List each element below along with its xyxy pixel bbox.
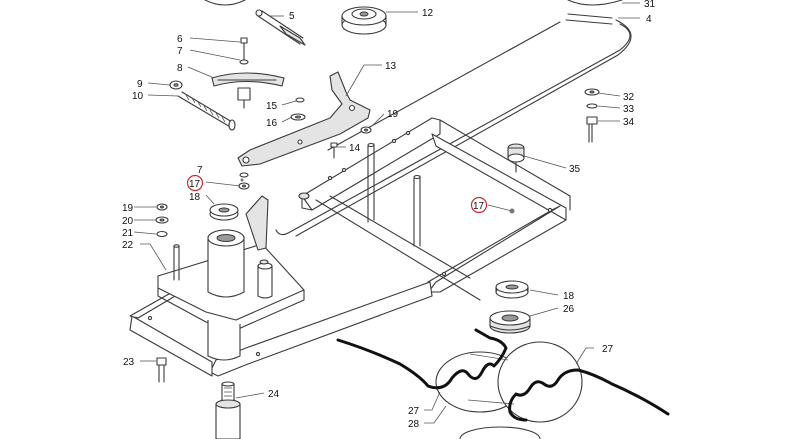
callout-17-left: 17	[189, 179, 201, 190]
spacer-plate-part	[211, 72, 285, 109]
callout-7: 7	[177, 46, 183, 57]
nut-part	[169, 80, 183, 90]
idler-arm-part	[237, 71, 371, 167]
callout-33: 33	[623, 104, 635, 115]
bolt-part	[586, 116, 598, 143]
washer-part	[155, 216, 169, 224]
callout-26: 26	[563, 304, 575, 315]
callout-23: 23	[123, 357, 135, 368]
callout-18-lower: 18	[563, 291, 575, 302]
callout-14: 14	[349, 143, 361, 154]
washer-part	[295, 97, 305, 103]
callout-5: 5	[289, 11, 295, 22]
washer-part	[239, 172, 249, 178]
highlight-ring-17-right	[470, 196, 488, 214]
bolt-part	[330, 142, 338, 159]
nut-part	[360, 126, 372, 134]
bolt-part	[240, 37, 248, 61]
callout-17-right: 17	[473, 201, 485, 212]
callout-leaders	[133, 2, 640, 424]
callout-6: 6	[177, 34, 183, 45]
pulley-partial-top-right	[567, 0, 623, 6]
highlight-ring-17-left	[186, 174, 204, 192]
washer-part	[239, 59, 249, 65]
callout-32: 32	[623, 92, 635, 103]
callout-35: 35	[569, 164, 581, 175]
nut-part	[238, 182, 250, 190]
blade-spacer-part	[489, 310, 531, 334]
callout-34: 34	[623, 117, 635, 128]
callout-21: 21	[122, 228, 134, 239]
bumper-part	[507, 143, 525, 173]
callout-16: 16	[266, 118, 278, 129]
callout-4: 4	[646, 14, 652, 25]
callout-19-left: 19	[122, 203, 134, 214]
callout-31: 31	[644, 0, 656, 10]
callout-7-lower: 7	[197, 165, 203, 176]
callout-13: 13	[385, 61, 397, 72]
deck-frame-part	[129, 117, 571, 377]
callout-12: 12	[422, 8, 434, 19]
cutting-disc-part	[435, 341, 583, 439]
pin-part	[255, 9, 306, 46]
callout-22: 22	[122, 240, 134, 251]
spindle-shaft-part	[215, 381, 241, 439]
bushing-part	[290, 113, 306, 121]
callout-8: 8	[177, 63, 183, 74]
tension-spring-part	[177, 91, 236, 131]
callout-20: 20	[122, 216, 134, 227]
callout-24: 24	[268, 389, 280, 400]
callout-18-left: 18	[189, 192, 201, 203]
callout-28: 28	[408, 419, 420, 430]
callout-15: 15	[266, 101, 278, 112]
lock-washer-part	[586, 103, 598, 109]
callout-27-left: 27	[408, 406, 420, 417]
wire-blade-part	[336, 328, 508, 390]
idler-pulley-part	[341, 6, 387, 35]
callout-9: 9	[137, 79, 143, 90]
nut-part	[156, 203, 168, 211]
washer-part	[584, 88, 600, 96]
lock-washer-part	[156, 230, 168, 238]
bearing-part	[209, 203, 239, 221]
callout-27-right: 27	[602, 344, 614, 355]
spindle-mount-plate-part	[157, 195, 305, 361]
pulley-partial-top-left	[204, 0, 246, 6]
callout-19-top: 19	[387, 109, 399, 120]
bolt-part	[156, 357, 167, 383]
bearing-part	[495, 280, 529, 299]
callout-10: 10	[132, 91, 144, 102]
wire-blade-part	[508, 368, 670, 422]
